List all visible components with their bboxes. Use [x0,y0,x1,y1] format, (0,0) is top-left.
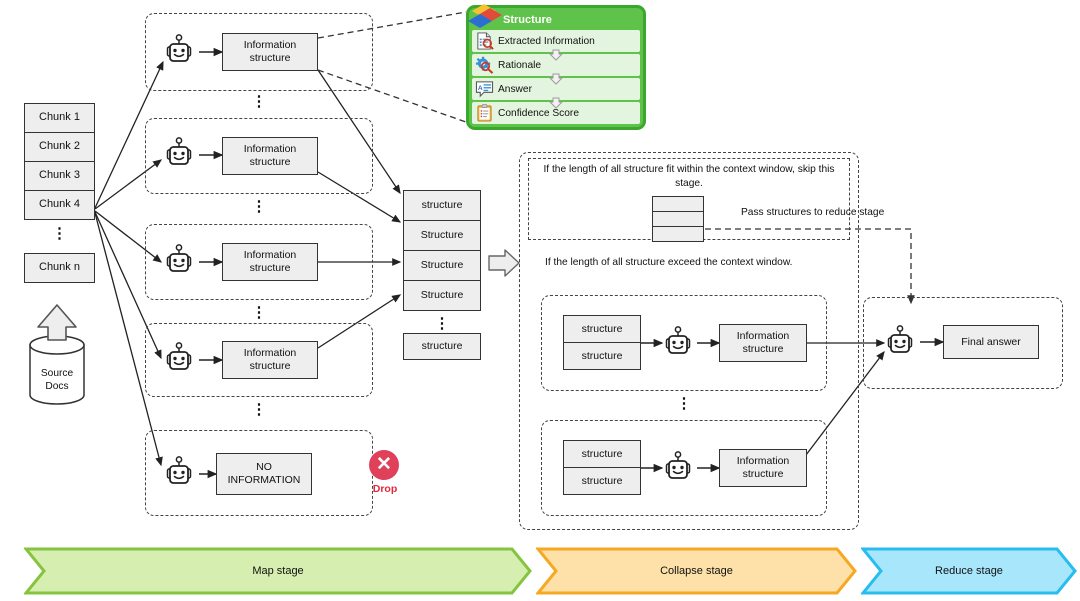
collapse-input-cell: structure [563,440,641,468]
collapse-group-1 [541,295,827,391]
collapse-output-line1: Information [736,330,790,343]
map-ellipsis-3: ⋮ [251,304,267,321]
map-output-line2: structure [249,156,291,168]
legend-row-answer: A Answer [472,78,640,100]
map-output-box-3: Information structure [222,243,318,281]
skip-structure-cell [652,196,704,212]
map-group-3 [145,224,373,300]
legend-row-label: Rationale [498,59,542,71]
gear-search-icon [475,56,494,74]
legend-row-label: Answer [498,83,532,95]
document-search-icon [477,32,494,50]
collapse-group-2 [541,420,827,516]
no-information-box: NO INFORMATION [216,453,312,495]
source-docs-line1: Source [40,368,74,379]
structure-list-ellipsis: ⋮ [434,315,450,332]
legend-row-label: Extracted Information [498,35,595,47]
map-ellipsis-2: ⋮ [251,198,267,215]
banner-map-stage: Map stage [24,547,532,595]
reduce-stage-group [863,297,1063,389]
collapse-input-cell: structure [563,467,641,495]
collapse-input-cell: structure [563,342,641,370]
chunk-box-last: Chunk n [24,253,95,283]
map-output-box-4: Information structure [222,341,318,379]
answer-bubble-icon: A [475,81,494,98]
collapse-exceed-note: If the length of all structure exceed th… [545,257,793,268]
map-output-box-2: Information structure [222,137,318,175]
collapse-stage-outer [519,152,859,530]
skip-structure-cell [652,211,704,227]
map-ellipsis-1: ⋮ [251,93,267,110]
svg-text:A: A [478,85,483,92]
collapse-output-line2: structure [742,343,784,355]
map-group-1 [145,13,373,91]
map-group-4 [145,323,373,397]
legend-row-label: Confidence Score [498,107,579,119]
structure-to-collapse-arrow [488,249,520,277]
final-answer-box: Final answer [943,325,1039,359]
banner-collapse-stage: Collapse stage [536,547,857,595]
drop-label: Drop [372,483,398,495]
chunk-box: Chunk 3 [24,161,95,191]
structure-legend-card: Structure Extracted Information [466,5,646,130]
source-docs-line2: Docs [45,380,69,392]
legend-row-rationale: Rationale [472,54,640,76]
map-group-2 [145,118,373,194]
chunk-box: Chunk 1 [24,103,95,133]
banner-label: Map stage [252,565,304,577]
collapse-output-line1: Information [736,455,790,468]
skip-structure-cell [652,226,704,242]
clipboard-icon [477,104,492,122]
map-ellipsis-4: ⋮ [251,401,267,418]
diamond-stack-icon [468,4,502,28]
banner-shape [861,547,1077,595]
structure-list-item: Structure [403,280,481,311]
banner-label: Reduce stage [935,565,1003,577]
chunk-box: Chunk 2 [24,132,95,162]
structure-list-item: structure [403,190,481,221]
map-output-line1: Information [243,39,297,52]
pass-structures-note: Pass structures to reduce stage [741,207,885,218]
map-output-line2: structure [249,262,291,274]
legend-row-confidence-score: Confidence Score [472,102,640,124]
structure-list-item-last: structure [403,333,481,360]
banner-label: Collapse stage [660,565,733,577]
structure-list-item: Structure [403,250,481,281]
banner-shape [24,547,532,595]
structure-list-item: Structure [403,220,481,251]
map-output-line1: Information [243,347,297,360]
chunk-ellipsis: ⋮ [52,225,67,242]
collapse-skip-note: If the length of all structure fit withi… [543,164,835,189]
collapse-output-box-1: Information structure [719,324,807,362]
collapse-output-line2: structure [742,468,784,480]
collapse-output-box-2: Information structure [719,449,807,487]
map-output-line1: Information [243,249,297,262]
collapse-ellipsis: ⋮ [676,395,692,412]
map-output-box-1: Information structure [222,33,318,71]
no-information-line1: NO [256,461,272,474]
source-docs-label: Source Docs [25,368,89,394]
source-to-chunks-arrow [37,304,77,341]
map-output-line1: Information [243,143,297,156]
banner-shape [536,547,857,595]
drop-x-glyph: ✕ [376,453,392,475]
chunk-box: Chunk 4 [24,190,95,220]
collapse-input-cell: structure [563,315,641,343]
drop-x-icon: ✕ [369,450,399,480]
map-output-line2: structure [249,360,291,372]
map-output-line2: structure [249,52,291,64]
no-information-line2: INFORMATION [227,474,301,486]
banner-reduce-stage: Reduce stage [861,547,1077,595]
legend-row-extracted-information: Extracted Information [472,30,640,52]
legend-title: Structure [503,13,552,26]
